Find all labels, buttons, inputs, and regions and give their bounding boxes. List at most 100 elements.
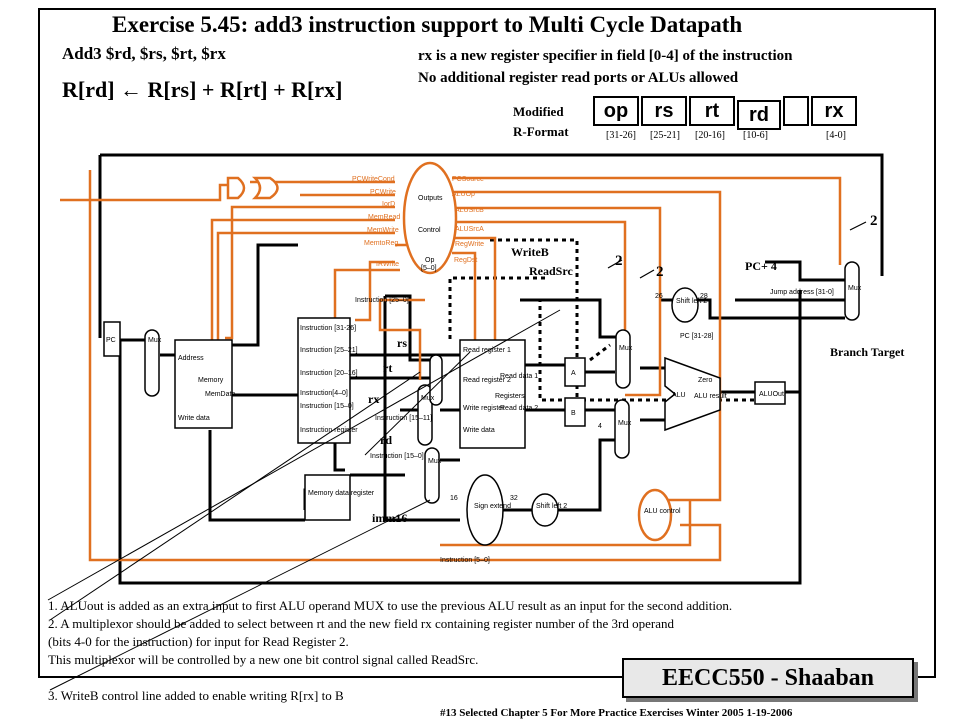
- sig-iord: IorD: [382, 201, 395, 208]
- sig-alusrcb: ALUSrcB: [455, 207, 484, 214]
- control-op-bits: [5–0]: [421, 265, 437, 272]
- alu-result-label: ALU result: [694, 393, 727, 400]
- pcsource-mux: [844, 261, 860, 321]
- instr-25-0-label: Instruction [25–0]: [355, 297, 409, 304]
- control-op-label: Op: [425, 257, 434, 264]
- sig-memtoreg: MemtoReg: [364, 240, 398, 247]
- or-gate: [251, 176, 279, 200]
- registers-label: Registers: [495, 393, 525, 400]
- aluout-register: [754, 381, 786, 405]
- shift-left-2-lower-label: Shift left 2: [536, 503, 567, 510]
- ir-field-20-16: Instruction [20–16]: [300, 370, 358, 377]
- format-label-1: Modified: [513, 104, 564, 119]
- memory-address-label: Address: [178, 355, 204, 362]
- bits-2-c: 2: [656, 264, 664, 280]
- control-label: Control: [418, 227, 441, 234]
- sig-alusrca: ALUSrcA: [455, 226, 484, 233]
- course-badge: EECC550 - Shaaban: [622, 658, 914, 698]
- iord-mux: [144, 329, 160, 397]
- sig-memwrite: MemWrite: [367, 227, 399, 234]
- sig-pcwrite: PCWrite: [370, 189, 396, 196]
- alu: [664, 356, 721, 432]
- shift-left-2-upper: [671, 287, 699, 323]
- bits-rs: [25-21]: [650, 130, 680, 141]
- field-rd: rd: [737, 100, 781, 130]
- register-b: [564, 397, 586, 427]
- pc-label: PC: [106, 337, 116, 344]
- sign-extend-label: Sign extend: [474, 503, 511, 510]
- slide-frame: [38, 8, 936, 678]
- memdata-label: MemData: [205, 391, 235, 398]
- reg-read-register-2: Read register 2: [463, 377, 511, 384]
- instr-15-0-label: Instruction [15–0]: [370, 453, 424, 460]
- aluout-bus-wire: [118, 290, 802, 585]
- format-label: Modified R-Format: [513, 102, 569, 142]
- slide-footer: #13 Selected Chapter 5 For More Practice…: [440, 707, 793, 719]
- note-2-readsrc: This multiplexor will be controlled by a…: [48, 652, 479, 667]
- sig-aluop: ALUOp: [452, 191, 475, 198]
- field-unused: [783, 96, 809, 126]
- rs-label: rs: [397, 336, 407, 350]
- reg-read-data-1: Read data 1: [500, 373, 538, 380]
- memory-write-data-label: Write data: [178, 415, 210, 422]
- register-a: [564, 357, 586, 387]
- register-b-label: B: [571, 410, 576, 417]
- control-unit: [402, 161, 458, 275]
- note-3: 3. WriteB control line added to enable w…: [48, 688, 344, 703]
- field-rt: rt: [689, 96, 735, 126]
- reg-read-register-1: Read register 1: [463, 347, 511, 354]
- aluout-label: ALUOut: [759, 391, 784, 398]
- reg-write-register: Write register: [463, 405, 505, 412]
- bits-rt: [20-16]: [695, 130, 725, 141]
- pc-register: [103, 321, 121, 357]
- alu-control: [637, 488, 673, 542]
- ir-field-25-21: Instruction [25–21]: [300, 347, 358, 354]
- bits-2-a: 2: [870, 213, 878, 229]
- field-op: op: [593, 96, 639, 126]
- mux-label-1: Mux: [148, 337, 162, 344]
- readsrc-wire: [448, 276, 545, 340]
- shift-left-2-upper-label: Shift left 2: [676, 298, 707, 305]
- rtn-equation: R[rd] ← R[rs] + R[rt] + R[rx]: [62, 77, 343, 102]
- bits-2-b: 2: [615, 253, 623, 269]
- instr-15-11-label: Instruction [15–11]: [375, 415, 432, 422]
- alu-zero-label: Zero: [698, 377, 713, 384]
- readsrc-label: ReadSrc: [529, 264, 573, 278]
- constant-four: 4: [598, 423, 602, 430]
- memtoreg-mux: [424, 447, 440, 504]
- memory-data-register: [304, 474, 351, 521]
- sig-pcwritecond: PCWriteCond: [352, 176, 395, 183]
- control-outputs-label: Outputs: [418, 195, 443, 202]
- instruction-syntax: Add3 $rd, $rs, $rt, $rx: [62, 44, 226, 63]
- mux-label-2: Mux: [421, 395, 435, 402]
- note-1: 1. ALUout is added as an extra input to …: [48, 598, 733, 613]
- bits-op: [31-26]: [606, 130, 636, 141]
- bus-marker-pcsource: [849, 221, 867, 231]
- pc-jump-outer-wire: [100, 153, 884, 276]
- note-2-cont: (bits 4-0 for the instruction) for input…: [48, 634, 349, 649]
- branch-target-label: Branch Target: [830, 345, 904, 359]
- register-a-label: A: [571, 370, 576, 377]
- note-2: 2. A multiplexor should be added to sele…: [48, 616, 674, 631]
- sign-extend-unit: [466, 474, 504, 546]
- mux-label-4: Mux: [619, 345, 633, 352]
- shift-left-2-lower: [531, 493, 559, 527]
- pc-plus-4-label: PC+ 4: [745, 259, 777, 273]
- alusrcb-mux: [614, 399, 630, 459]
- ir-field-4-0: Instruction[4–0]: [300, 390, 348, 397]
- memory-unit: [174, 339, 233, 429]
- imm16-label: imm16: [372, 511, 407, 525]
- field-rx: rx: [811, 96, 857, 126]
- reg-read-data-2: Read data 2: [500, 405, 538, 412]
- writeb-wire: [490, 238, 579, 412]
- rx-note: rx is a new register specifier in field …: [418, 48, 793, 64]
- alusrca-mux: [615, 329, 631, 389]
- bus-28-label: 28: [700, 293, 708, 300]
- constraint-note: No additional register read ports or ALU…: [418, 70, 739, 86]
- format-label-2: R-Format: [513, 124, 569, 139]
- pc-31-28-label: PC [31-28]: [680, 333, 714, 340]
- bus-26-label: 26: [655, 293, 663, 300]
- slide-title: Exercise 5.45: add3 instruction support …: [112, 12, 743, 37]
- instruction-register: [297, 317, 351, 444]
